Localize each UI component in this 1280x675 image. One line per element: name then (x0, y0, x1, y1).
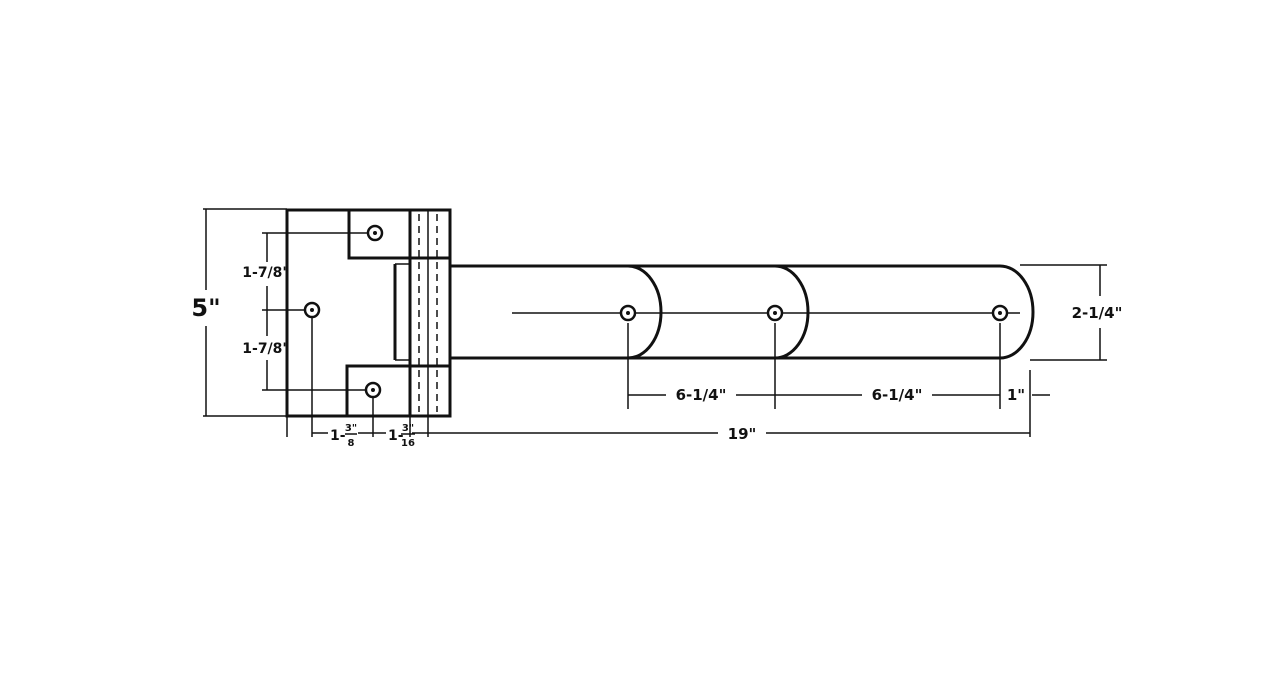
dimension-lines (203, 208, 1107, 437)
svg-text:3": 3" (345, 423, 357, 434)
strap-segment-arc-1 (627, 264, 663, 360)
hole-leaf-middle (303, 301, 321, 319)
knuckle-offset-label: 1- 3" 16 (388, 423, 415, 449)
hole-spacing-1-label: 6-1/4" (676, 386, 727, 404)
svg-text:1-: 1- (330, 428, 346, 444)
svg-text:3": 3" (402, 423, 414, 434)
end-offset-label: 1" (1007, 386, 1025, 404)
hole-strap-3 (991, 304, 1009, 322)
dimension-labels: 5" 1-7/8" 1-7/8" 2-1/4" 6-1/4" 6-1/4" 1"… (191, 265, 1122, 449)
overall-length-label: 19" (728, 425, 757, 443)
strap-segment-arc-2 (774, 264, 810, 360)
svg-text:8: 8 (348, 438, 355, 449)
svg-text:16: 16 (401, 438, 415, 449)
leaf-bottom-ear (345, 364, 410, 416)
upper-hole-spacing-label: 1-7/8" (242, 265, 289, 281)
hole-spacing-2-label: 6-1/4" (872, 386, 923, 404)
strap-outline (450, 264, 1035, 360)
strap-width-label: 2-1/4" (1072, 304, 1123, 322)
hole-leaf-bottom (364, 381, 382, 399)
hole-leaf-top (366, 224, 384, 242)
hole-strap-2 (766, 304, 784, 322)
hinge-strap (450, 264, 1035, 360)
leaf-outline (285, 208, 452, 418)
hole-strap-1 (619, 304, 637, 322)
mounting-holes (303, 224, 1009, 399)
hinge-leaf (285, 208, 452, 418)
lower-hole-spacing-label: 1-7/8" (242, 341, 289, 357)
leaf-top-ear (347, 210, 410, 260)
svg-text:1-: 1- (388, 428, 404, 444)
leaf-hole-offset-label: 1- 3" 8 (330, 423, 357, 449)
overall-height-label: 5" (191, 294, 220, 322)
